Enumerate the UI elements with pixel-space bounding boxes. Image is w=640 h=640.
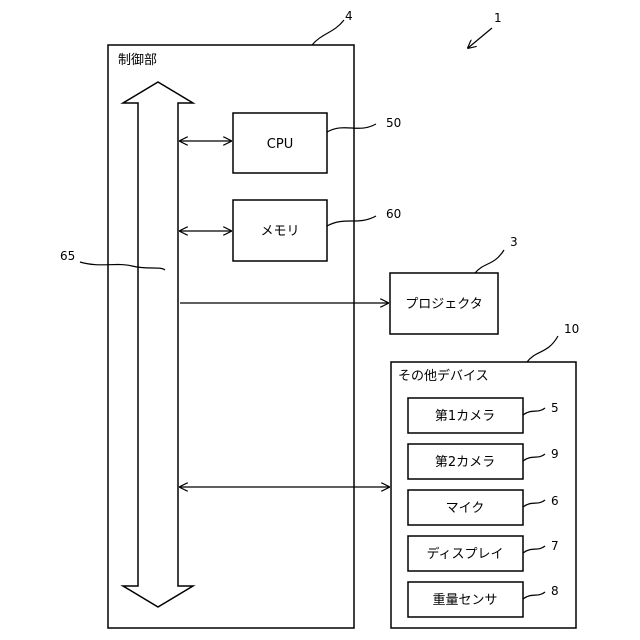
bus-ref-number: 65 bbox=[60, 249, 75, 263]
weight-sensor-ref-number: 8 bbox=[551, 584, 559, 598]
memory-ref-number: 60 bbox=[386, 207, 401, 221]
projector-leader bbox=[475, 250, 504, 273]
other-devices-label: その他デバイス bbox=[398, 368, 489, 384]
weight-sensor-label: 重量センサ bbox=[432, 592, 497, 608]
projector-ref-number: 3 bbox=[510, 235, 518, 249]
camera-2-ref-number: 9 bbox=[551, 447, 559, 461]
microphone-ref-number: 6 bbox=[551, 494, 559, 508]
microphone-label: マイク bbox=[446, 501, 485, 516]
control-unit-label: 制御部 bbox=[118, 53, 157, 68]
other-devices-ref-number: 10 bbox=[564, 322, 579, 336]
control-unit-ref-number: 4 bbox=[345, 9, 353, 23]
memory-label: メモリ bbox=[260, 224, 299, 239]
other-devices-leader bbox=[527, 336, 558, 362]
camera-1-ref-number: 5 bbox=[551, 401, 559, 415]
cpu-ref-number: 50 bbox=[386, 116, 401, 130]
control-unit-leader bbox=[312, 20, 344, 45]
projector-label: プロジェクタ bbox=[405, 297, 482, 312]
system-ref-number: 1 bbox=[494, 11, 502, 25]
display-ref-number: 7 bbox=[551, 539, 559, 553]
cpu-label: CPU bbox=[267, 137, 293, 152]
camera-2-label: 第2カメラ bbox=[435, 455, 495, 470]
display-label: ディスプレイ bbox=[426, 546, 503, 562]
system-ref-arrow bbox=[468, 28, 492, 48]
camera-1-label: 第1カメラ bbox=[435, 409, 495, 424]
